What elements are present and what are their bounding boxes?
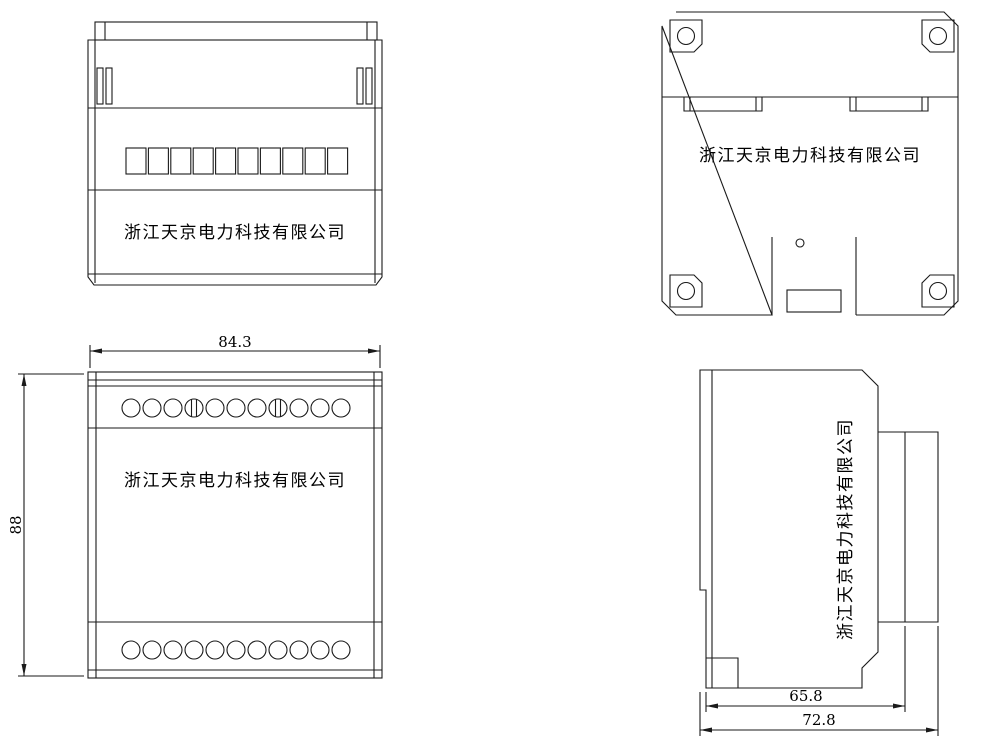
- view-back-panel: 浙江天京电力科技有限公司: [661, 11, 959, 316]
- screw-boss-bottom-right: [921, 274, 955, 308]
- front-body-outline: [87, 39, 383, 286]
- din-slide-clip: [786, 289, 842, 313]
- view-front-dimensioned: 浙江天京电力科技有限公司 84.3 88: [7, 333, 383, 679]
- height-arrow-top: [21, 374, 27, 386]
- din-clip-slot: [105, 67, 113, 105]
- side-bottom-step: [706, 657, 739, 688]
- terminal-hole: [310, 640, 330, 660]
- pilot-hole: [795, 238, 805, 248]
- terminal-window: [304, 147, 326, 175]
- terminal-hole: [163, 640, 183, 660]
- terminal-hole: [184, 398, 204, 418]
- terminal-hole: [226, 398, 246, 418]
- terminal-window: [170, 147, 192, 175]
- view-side-panel: 浙江天京电力科技有限公司 65.8 72.8: [699, 369, 939, 736]
- terminal-hole: [184, 640, 204, 660]
- terminal-window: [192, 147, 214, 175]
- terminal-hole: [205, 640, 225, 660]
- company-label-side: 浙江天京电力科技有限公司: [836, 418, 856, 640]
- din-rail-block-outline: [878, 431, 939, 623]
- terminal-hole: [268, 398, 288, 418]
- mounting-tab-right: [849, 97, 929, 112]
- mounting-tab-left: [683, 97, 763, 112]
- width-arrow-right: [368, 348, 380, 354]
- dim-body-outline: [87, 371, 383, 679]
- width-arrow-left: [90, 348, 102, 354]
- terminal-window: [215, 147, 237, 175]
- dimension-height-label: 88: [7, 515, 25, 534]
- terminal-window: [327, 147, 349, 175]
- terminal-hole: [205, 398, 225, 418]
- terminal-hole: [268, 640, 288, 660]
- side-body-outline: [699, 369, 879, 689]
- dimension-width-label: 84.3: [218, 333, 251, 351]
- terminal-hole: [142, 398, 162, 418]
- screw-boss-bottom-left: [669, 274, 703, 308]
- terminal-hole-row-bottom: [121, 640, 351, 660]
- terminal-hole: [289, 640, 309, 660]
- terminal-hole: [121, 640, 141, 660]
- screw-hole-top-right: [928, 26, 948, 46]
- back-body-outline: [661, 11, 959, 316]
- total-depth-arrow-left: [700, 727, 712, 733]
- din-clip-slot: [356, 67, 364, 105]
- terminal-hole: [226, 640, 246, 660]
- dimension-total-depth-label: 72.8: [802, 711, 835, 729]
- view-front-panel: 浙江天京电力科技有限公司: [87, 21, 383, 286]
- screw-hole-bottom-left: [676, 281, 696, 301]
- screw-boss-top-left: [669, 19, 703, 53]
- terminal-hole: [163, 398, 183, 418]
- terminal-window-row: [125, 147, 349, 175]
- terminal-hole: [142, 640, 162, 660]
- terminal-window: [259, 147, 281, 175]
- depth-arrow-left: [706, 703, 718, 709]
- terminal-window: [147, 147, 169, 175]
- terminal-hole: [310, 398, 330, 418]
- terminal-hole: [331, 640, 351, 660]
- terminal-hole: [247, 640, 267, 660]
- screw-hole-bottom-right: [928, 281, 948, 301]
- company-label-dim-view: 浙江天京电力科技有限公司: [124, 471, 346, 491]
- top-cap-outline: [94, 21, 378, 41]
- terminal-window: [237, 147, 259, 175]
- terminal-hole-row-top: [121, 398, 351, 418]
- company-label-front: 浙江天京电力科技有限公司: [124, 223, 346, 243]
- depth-arrow-right: [893, 703, 905, 709]
- terminal-window: [125, 147, 147, 175]
- company-label-back: 浙江天京电力科技有限公司: [699, 146, 921, 166]
- dimension-depth-label: 65.8: [789, 687, 822, 705]
- total-depth-arrow-right: [926, 727, 938, 733]
- terminal-hole: [247, 398, 267, 418]
- din-clip-slot: [96, 67, 104, 105]
- din-clip-slot: [365, 67, 373, 105]
- height-arrow-bottom: [21, 664, 27, 676]
- terminal-hole: [121, 398, 141, 418]
- terminal-window: [282, 147, 304, 175]
- screw-hole-top-left: [676, 26, 696, 46]
- terminal-hole: [331, 398, 351, 418]
- terminal-hole: [289, 398, 309, 418]
- screw-boss-top-right: [921, 19, 955, 53]
